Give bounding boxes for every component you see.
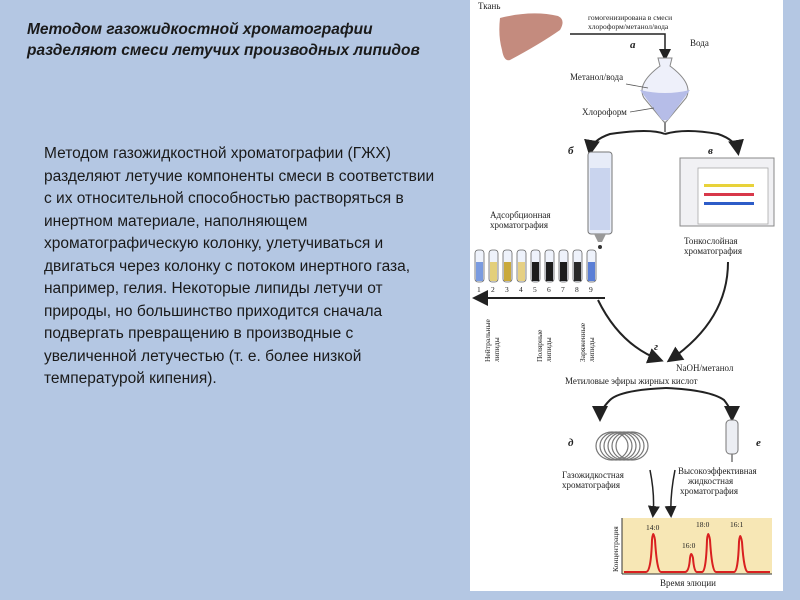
fraction-tube <box>474 249 485 283</box>
hplc-label-1: Высокоэффективная <box>678 466 757 476</box>
gc-label-1: Газожидкостная <box>562 470 624 480</box>
polar-lipids-label-2: липиды <box>544 337 553 362</box>
neutral-lipids-label-2: липиды <box>492 337 501 362</box>
y-axis-label: Концентрация <box>611 526 620 572</box>
arrow-to-funnel <box>570 33 671 61</box>
slide-title: Методом газожидкостной хроматографии раз… <box>27 21 420 59</box>
peak-label: 18:0 <box>696 520 710 529</box>
fraction-number: 8 <box>575 285 579 294</box>
fraction-tube <box>558 249 569 283</box>
methyl-esters-label: Метиловые эфиры жирных кислот <box>565 376 698 386</box>
fraction-number: 9 <box>589 285 593 294</box>
fraction-number: 3 <box>505 285 509 294</box>
step-e-label: е <box>756 437 761 449</box>
step-d-label: д <box>568 437 574 449</box>
step-b-label: б <box>568 145 574 157</box>
fraction-tube <box>488 249 499 283</box>
gc-coil-icon <box>595 431 649 461</box>
fraction-tubes <box>474 249 597 283</box>
homogenized-label-2: хлороформ/метанол/вода <box>588 22 669 31</box>
tissue-label: Ткань <box>478 1 500 11</box>
step-v-label: в <box>708 145 713 157</box>
methanol-water-label: Метанол/вода <box>570 72 623 82</box>
water-label: Вода <box>690 38 709 48</box>
peak-label: 16:1 <box>730 520 744 529</box>
fraction-tube <box>572 249 583 283</box>
fraction-tube <box>530 249 541 283</box>
x-axis-label: Время элюции <box>660 578 716 588</box>
fraction-number: 7 <box>561 285 565 294</box>
chloroform-label: Хлороформ <box>582 107 627 117</box>
adsorption-label-1: Адсорбционная <box>490 210 551 220</box>
charged-lipids-label-2: липиды <box>587 337 596 362</box>
tlc-label-1: Тонкослойная <box>684 236 738 246</box>
tlc-label-2: хроматография <box>684 246 742 256</box>
chromatogram <box>621 518 772 575</box>
fraction-number: 5 <box>533 285 537 294</box>
gc-to-chromatogram-arrow <box>647 469 660 518</box>
fraction-number: 6 <box>547 285 551 294</box>
gc-label-2: хроматография <box>562 480 620 490</box>
liver-tissue-icon <box>499 13 563 61</box>
fraction-tube <box>586 249 597 283</box>
neutral-lipids-label-1: Нейтральные <box>483 319 492 362</box>
hplc-column-icon <box>725 419 739 462</box>
slide-body-text: Методом газожидкостной хроматографии (ГЖ… <box>44 145 435 387</box>
fraction-tube <box>502 249 513 283</box>
tlc-plate-icon <box>679 157 775 227</box>
step-a-label: а <box>630 39 636 51</box>
charged-lipids-label-1: Заряженные <box>578 322 587 362</box>
homogenized-label-1: гомогенизирована в смеси <box>588 13 672 22</box>
naoh-label: NaOH/метанол <box>676 363 734 373</box>
adsorption-column-icon <box>587 151 613 249</box>
merge-arrow-left <box>597 299 664 364</box>
split-arrow-hplc <box>665 387 740 422</box>
polar-lipids-label-1: Полярные <box>535 329 544 362</box>
step-g-label: г <box>654 341 658 353</box>
split-arrow-left <box>584 130 666 156</box>
hplc-label-2: жидкостная <box>687 476 733 486</box>
adsorption-label-2: хроматография <box>490 220 548 230</box>
split-arrow-right <box>664 130 744 156</box>
fraction-number: 1 <box>477 285 481 294</box>
hplc-label-3: хроматография <box>680 486 738 496</box>
lipid-analysis-diagram: Ткань гомогенизирована в смеси хлороформ… <box>470 0 783 591</box>
split-arrow-gc <box>592 387 667 422</box>
fraction-number: 2 <box>491 285 495 294</box>
fraction-numbers: 1 2 3 4 5 6 7 8 9 <box>477 285 593 294</box>
fraction-tube <box>516 249 527 283</box>
fraction-number: 4 <box>519 285 523 294</box>
peak-label: 14:0 <box>646 523 660 532</box>
separatory-funnel-icon <box>640 57 690 132</box>
fraction-tube <box>544 249 555 283</box>
peak-label: 16:0 <box>682 541 696 550</box>
merge-arrow-right <box>666 261 729 363</box>
hplc-to-chromatogram-arrow <box>664 469 677 518</box>
